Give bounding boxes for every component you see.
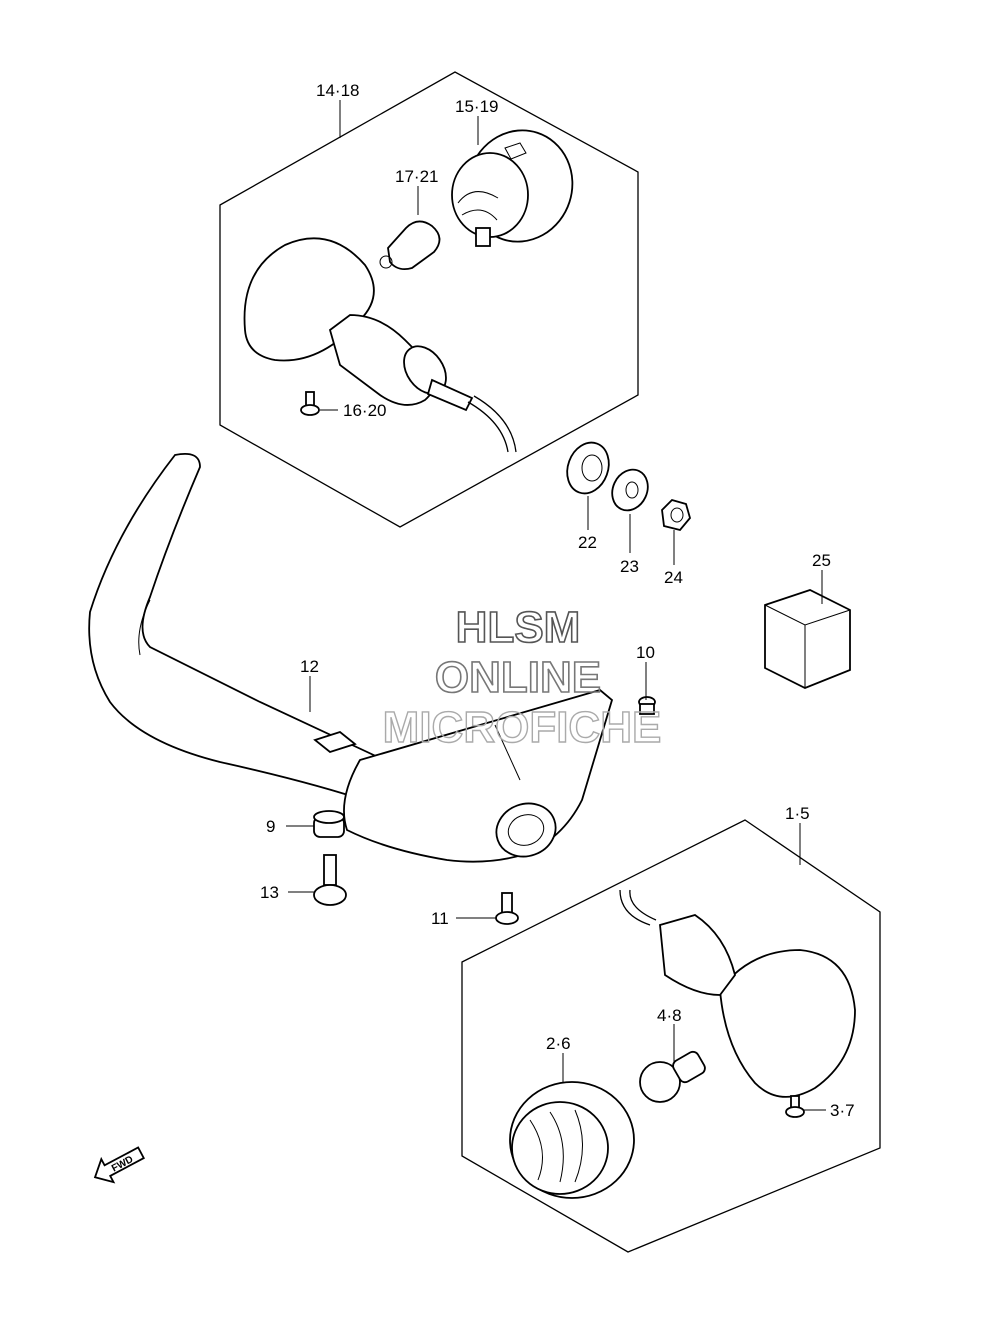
- callout-15-19: 15·19: [455, 97, 498, 116]
- callout-4-8: 4·8: [657, 1006, 682, 1025]
- relay-25[interactable]: [764, 589, 851, 689]
- callout-23: 23: [620, 557, 639, 576]
- washer-23[interactable]: [606, 464, 655, 516]
- upper-signal-assembly: [219, 71, 639, 528]
- callout-10: 10: [636, 643, 655, 662]
- watermark: HLSM ONLINE MICROFICHE: [382, 602, 662, 753]
- bolt-13[interactable]: [313, 854, 347, 906]
- watermark-line-2: ONLINE: [435, 653, 601, 702]
- callout-11: 11: [431, 909, 449, 928]
- fwd-arrow-icon: [93, 1146, 145, 1184]
- callout-16-20: 16·20: [343, 401, 386, 420]
- lower-lens[interactable]: [509, 1081, 635, 1199]
- nut-24[interactable]: [661, 498, 691, 532]
- upper-signal-shell[interactable]: [243, 237, 517, 453]
- callout-24: 24: [664, 568, 683, 587]
- watermark-line-1: HLSM: [456, 603, 581, 652]
- grommet-9[interactable]: [313, 810, 345, 838]
- callout-12: 12: [300, 657, 319, 676]
- bracket-12[interactable]: [88, 452, 614, 865]
- fwd-label: FWD: [110, 1154, 135, 1174]
- upper-lens-housing[interactable]: [451, 117, 587, 256]
- callout-2-6: 2·6: [546, 1034, 571, 1053]
- upper-group-outline: [219, 71, 639, 528]
- lower-group-outline: [461, 819, 881, 1253]
- callout-17-21: 17·21: [395, 167, 438, 186]
- callout-22: 22: [578, 533, 597, 552]
- callout-13: 13: [260, 883, 279, 902]
- callout-9: 9: [266, 817, 275, 836]
- upper-bulb[interactable]: [379, 220, 441, 271]
- screw-10[interactable]: [638, 696, 656, 715]
- callout-14-18: 14·18: [316, 81, 359, 100]
- callout-3-7: 3·7: [830, 1101, 855, 1120]
- grommet-22[interactable]: [560, 437, 615, 500]
- fwd-arrow: FWD: [93, 1146, 145, 1184]
- lower-screw[interactable]: [785, 1095, 805, 1118]
- callout-1-5: 1·5: [785, 804, 810, 823]
- lower-bulb[interactable]: [639, 1050, 707, 1103]
- bolt-11[interactable]: [495, 892, 519, 925]
- fastener-set: [560, 437, 691, 532]
- watermark-line-3: MICROFICHE: [383, 703, 662, 752]
- callout-25: 25: [812, 551, 831, 570]
- leader-lines: [286, 100, 826, 1111]
- lower-signal-shell[interactable]: [619, 889, 856, 1098]
- upper-screw[interactable]: [300, 391, 320, 416]
- callout-labels: 14·18 15·19 17·21 16·20 22 23 24 25 12 1…: [260, 81, 855, 1120]
- lower-signal-assembly: [461, 819, 881, 1253]
